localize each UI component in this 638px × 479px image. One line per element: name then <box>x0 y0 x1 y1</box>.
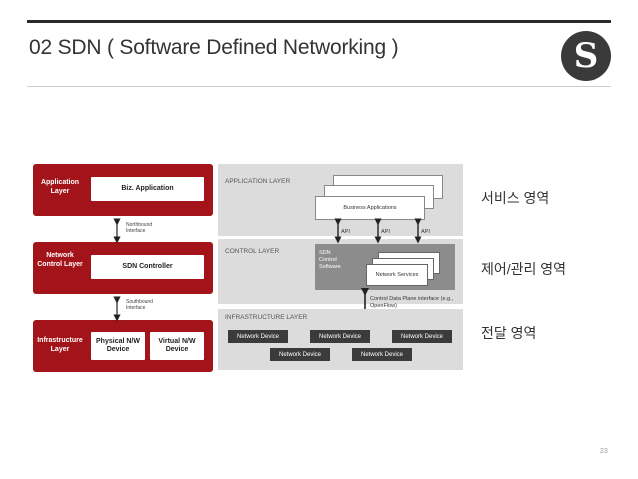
network-device-4: Network Device <box>270 348 330 361</box>
network-control-layer-panel: Network Control Layer SDN Controller <box>33 242 213 294</box>
logo: S <box>561 31 611 81</box>
api-label-3: API <box>421 229 430 235</box>
southbound-label: Southbound Interface <box>126 299 153 311</box>
sdn-control-software-label: SDN Control Software <box>319 250 341 270</box>
api-label-2: API <box>381 229 390 235</box>
logo-letter: S <box>573 36 599 76</box>
control-layer-title: CONTROL LAYER <box>225 248 280 255</box>
infrastructure-layer-label: Infrastructure Layer <box>37 337 83 353</box>
network-services-label: Network Services <box>375 272 419 278</box>
network-control-layer-label: Network Control Layer <box>37 252 83 268</box>
business-app-card-front: Business Applications <box>315 196 425 220</box>
api-label-1: API <box>341 229 350 235</box>
control-area-label: 제어/관리 영역 <box>481 261 567 277</box>
service-area-label: 서비스 영역 <box>481 190 550 206</box>
infrastructure-layer-title: INFRASTRUCTURE LAYER <box>225 314 308 321</box>
sdn-controller-box: SDN Controller <box>91 255 204 279</box>
title-divider <box>27 86 611 87</box>
page-number: 23 <box>600 448 608 455</box>
network-device-2: Network Device <box>310 330 370 343</box>
network-services-card-front: Network Services <box>366 264 428 286</box>
northbound-label: Northbound Interface <box>126 222 153 234</box>
biz-application-box: Biz. Application <box>91 177 204 201</box>
infrastructure-layer-panel: Infrastructure Layer Physical N/W Device… <box>33 320 213 372</box>
application-layer-label: Application Layer <box>40 179 80 195</box>
virtual-device-box: Virtual N/W Device <box>150 332 204 360</box>
control-data-plane-label: Control Data Plane interface (e.g., Open… <box>370 296 454 309</box>
network-device-3: Network Device <box>392 330 452 343</box>
application-layer-title: APPLICATION LAYER <box>225 178 291 185</box>
physical-device-box: Physical N/W Device <box>91 332 145 360</box>
top-rule <box>27 20 611 23</box>
application-layer-panel: Application Layer Biz. Application <box>33 164 213 216</box>
network-device-1: Network Device <box>228 330 288 343</box>
network-device-5: Network Device <box>352 348 412 361</box>
delivery-area-label: 전달 영역 <box>481 325 537 341</box>
interface-arrows <box>113 218 121 322</box>
business-applications-label: Business Applications <box>343 205 397 211</box>
slide-title: 02 SDN ( Software Defined Networking ) <box>29 36 399 59</box>
